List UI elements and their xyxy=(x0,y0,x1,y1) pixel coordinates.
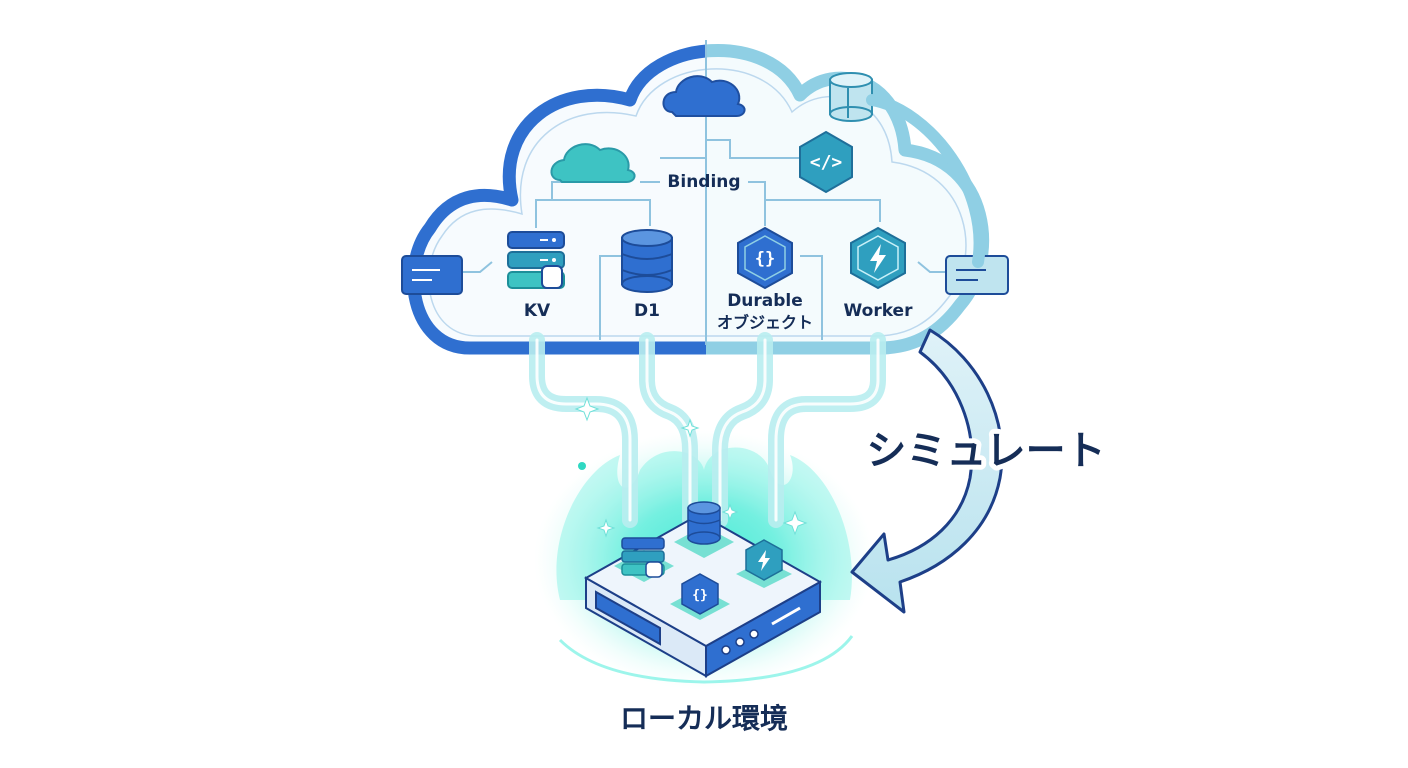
data-pipes xyxy=(529,332,886,528)
database-icon xyxy=(621,229,673,293)
code-hexagon-icon: </> xyxy=(799,130,853,194)
durable-label-line2: オブジェクト xyxy=(717,313,813,332)
svg-text:{}: {} xyxy=(692,588,708,603)
svg-text:{}: {} xyxy=(755,249,775,269)
durable-label-line1: Durable xyxy=(727,291,803,311)
cloud-icon xyxy=(662,75,746,117)
local-env-label: ローカル環境 xyxy=(620,702,788,735)
card-icon xyxy=(401,255,463,295)
d1-label: D1 xyxy=(634,301,660,321)
sparkles xyxy=(574,396,808,538)
server-stack-icon xyxy=(507,231,565,289)
database-icon xyxy=(674,501,734,558)
cylinder-icon xyxy=(829,72,873,122)
binding-label: Binding xyxy=(667,172,740,192)
braces-hexagon-icon: {} xyxy=(670,573,730,620)
sync-link xyxy=(866,94,986,268)
worker-label: Worker xyxy=(844,301,914,321)
server-stack-icon xyxy=(614,537,674,582)
kv-label: KV xyxy=(524,301,551,321)
lightning-hexagon-icon xyxy=(736,539,792,588)
simulate-arrow xyxy=(850,328,1004,614)
lightning-hexagon-icon xyxy=(850,226,906,290)
cloud-icon xyxy=(550,143,636,183)
svg-text:</>: </> xyxy=(810,152,843,173)
simulate-label: シミュレート xyxy=(866,428,1105,474)
braces-hexagon-icon: {} xyxy=(737,226,793,290)
card-icon xyxy=(945,255,1009,295)
